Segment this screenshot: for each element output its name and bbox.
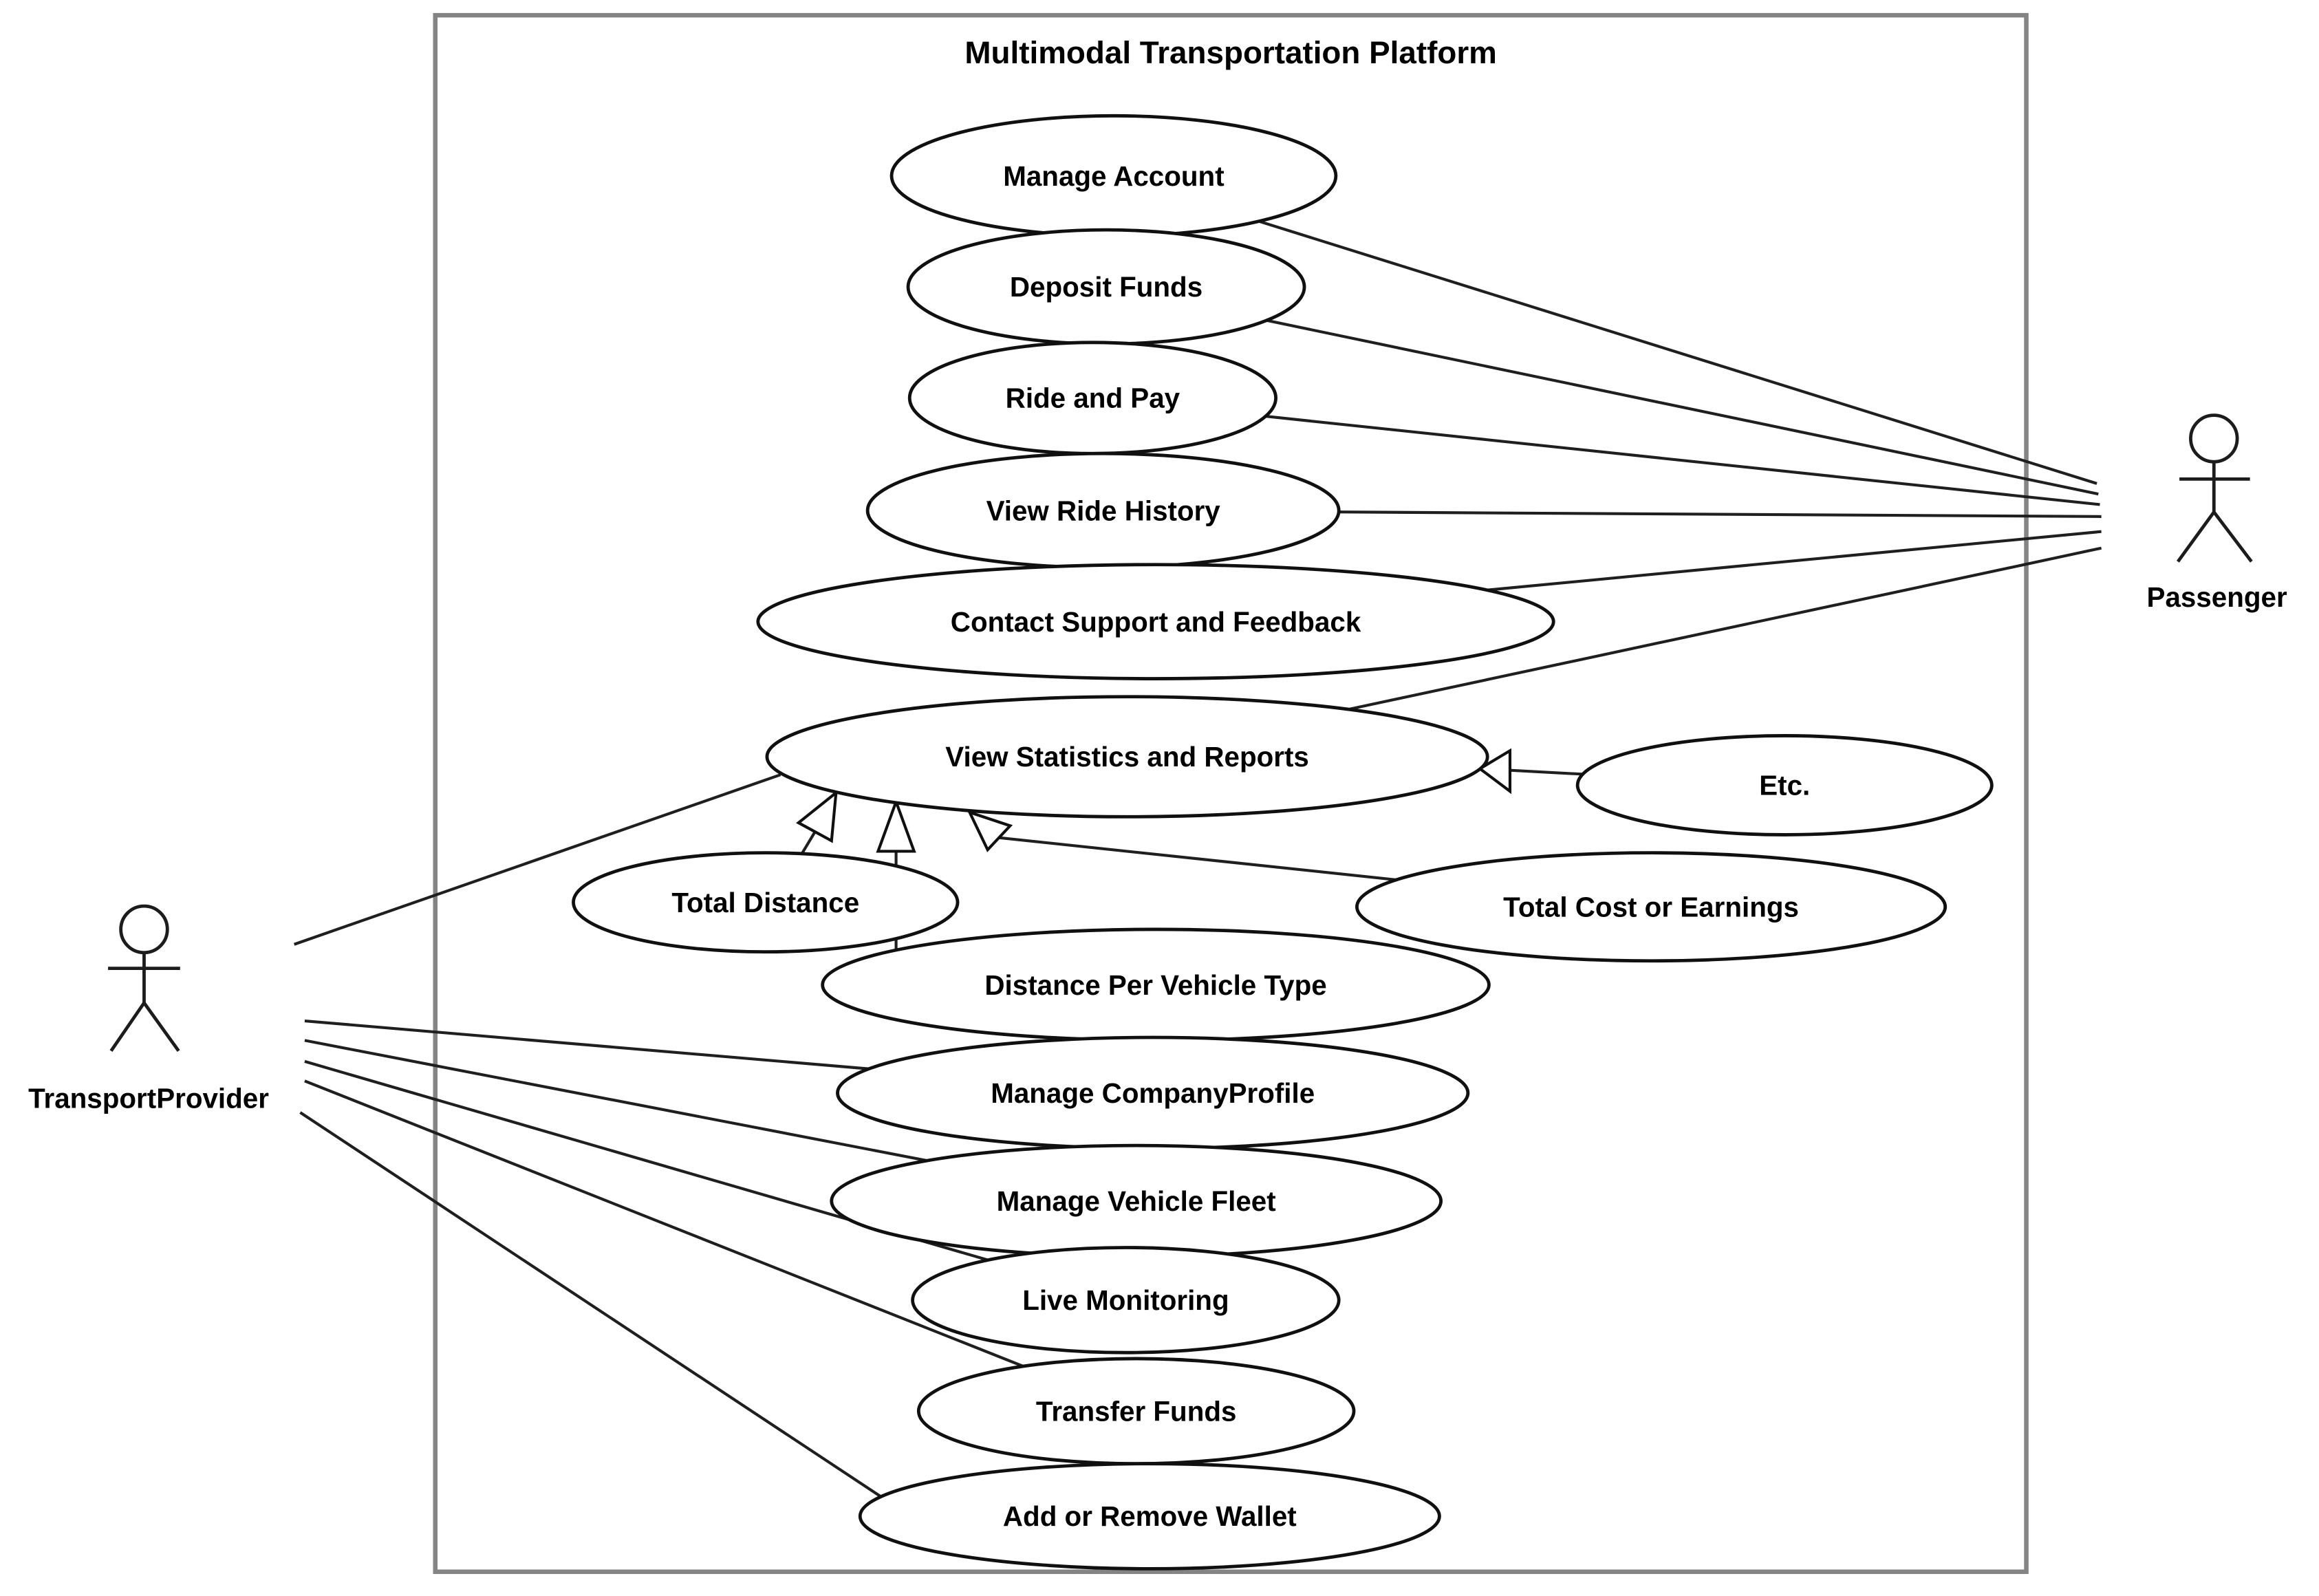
usecase-label: Contact Support and Feedback xyxy=(951,606,1361,638)
usecase-manage-companyprofile: Manage CompanyProfile xyxy=(836,1035,1470,1150)
actor-right-leg-icon xyxy=(2212,510,2253,563)
usecase-total-distance: Total Distance xyxy=(572,851,960,954)
usecase-label: View Statistics and Reports xyxy=(945,741,1309,773)
association-passenger-deposit-funds xyxy=(1105,285,2099,496)
actor-head-icon xyxy=(2189,413,2239,464)
usecase-ellipse xyxy=(572,851,960,954)
usecase-label: Add or Remove Wallet xyxy=(1003,1500,1297,1532)
association-passenger-manage-account xyxy=(1113,174,2097,485)
usecase-manage-account: Manage Account xyxy=(889,114,1338,238)
actor-head-icon xyxy=(119,904,169,955)
usecase-distance-per-vehicle-type: Distance Per Vehicle Type xyxy=(821,927,1491,1042)
usecase-label: Ride and Pay xyxy=(1006,382,1180,414)
usecase-label: Manage Vehicle Fleet xyxy=(997,1185,1276,1217)
generalization-arrowhead-etc xyxy=(1477,748,1512,795)
usecase-label: Total Distance xyxy=(671,887,859,918)
usecase-contact-support-and-feedback: Contact Support and Feedback xyxy=(756,563,1555,680)
usecase-view-statistics-and-reports: View Statistics and Reports xyxy=(765,695,1489,819)
usecase-ellipse xyxy=(765,695,1489,819)
usecase-ellipse xyxy=(756,563,1555,680)
generalization-arrowhead-total-distance xyxy=(796,789,838,843)
generalization-arrowhead-total-cost-or-earnings xyxy=(967,810,1013,852)
actor-left-leg-icon xyxy=(109,1002,146,1053)
usecase-ride-and-pay: Ride and Pay xyxy=(907,341,1277,455)
actor-left-leg-icon xyxy=(2176,510,2216,563)
usecase-ellipse xyxy=(1575,734,1994,837)
usecase-label: Manage CompanyProfile xyxy=(991,1077,1315,1109)
actor-transportprovider: TransportProvider xyxy=(28,904,269,1114)
usecase-label: Manage Account xyxy=(1003,160,1224,192)
usecase-label: Transfer Funds xyxy=(1036,1395,1237,1427)
usecase-live-monitoring: Live Monitoring xyxy=(911,1246,1341,1355)
usecase-nodes: Manage Account Deposit Funds Ride and Pa… xyxy=(572,114,1994,1571)
usecase-ellipse xyxy=(858,1462,1441,1571)
actor-label: Passenger xyxy=(2147,581,2287,613)
usecase-deposit-funds: Deposit Funds xyxy=(906,228,1306,346)
usecase-manage-vehicle-fleet: Manage Vehicle Fleet xyxy=(830,1143,1443,1258)
usecase-add-or-remove-wallet: Add or Remove Wallet xyxy=(858,1462,1441,1571)
usecase-ellipse xyxy=(1355,851,1948,963)
actor-label: TransportProvider xyxy=(28,1083,269,1114)
generalization-line-total-distance xyxy=(800,831,817,855)
usecase-etc: Etc. xyxy=(1575,734,1994,837)
usecase-label: Etc. xyxy=(1759,770,1810,801)
usecase-label: Total Cost or Earnings xyxy=(1503,891,1799,923)
usecase-label: View Ride History xyxy=(986,495,1221,526)
association-provider-transfer-funds xyxy=(304,1079,1137,1413)
association-provider-add-remove-wallet xyxy=(299,1111,887,1501)
usecase-label: Live Monitoring xyxy=(1022,1284,1229,1316)
usecase-view-ride-history: View Ride History xyxy=(865,451,1341,570)
usecase-label: Deposit Funds xyxy=(1010,271,1202,303)
actor-passenger: Passenger xyxy=(2147,413,2287,613)
diagram-title: Multimodal Transportation Platform xyxy=(964,35,1497,70)
association-provider-view-statistics xyxy=(293,773,781,946)
usecase-transfer-funds: Transfer Funds xyxy=(916,1357,1356,1466)
association-lines xyxy=(293,174,2102,1501)
actor-right-leg-icon xyxy=(142,1002,180,1053)
usecase-total-cost-or-earnings: Total Cost or Earnings xyxy=(1355,851,1948,963)
usecase-label: Distance Per Vehicle Type xyxy=(984,969,1326,1001)
generalization-arrowhead-distance-per-vehicle-type xyxy=(876,797,916,853)
usecase-ellipse xyxy=(911,1246,1341,1355)
generalization-arrowheads xyxy=(796,748,1512,853)
